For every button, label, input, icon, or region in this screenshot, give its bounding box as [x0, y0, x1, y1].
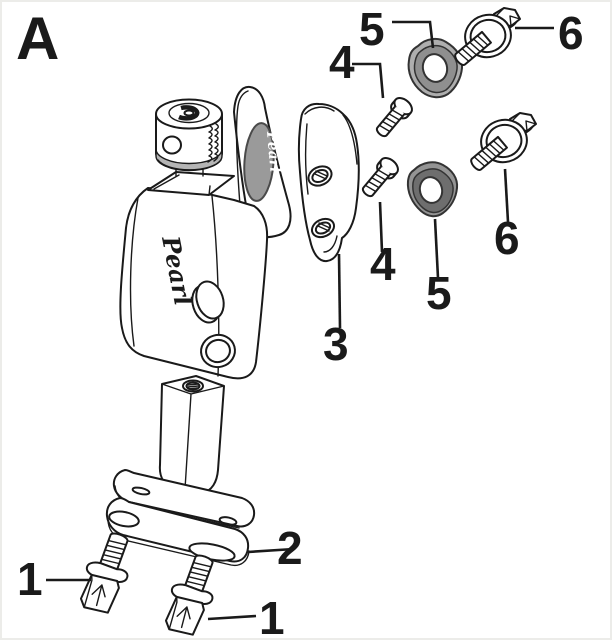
leader-4-top: [352, 62, 385, 99]
callout-label-6-top: 6: [558, 7, 584, 59]
part-6-washer-bolt-mid: [468, 111, 539, 173]
callout-label-4-top: 4: [329, 36, 355, 88]
part-2-plate: [105, 497, 250, 567]
part-3-side-plate: [297, 102, 360, 263]
tension-knob: [155, 98, 223, 172]
callout-label-5-top: 5: [359, 3, 385, 55]
callout-label-6-mid: 6: [494, 212, 520, 264]
callout-label-5-mid: 5: [426, 267, 452, 319]
square-post: [158, 375, 225, 494]
leader-5-mid: [433, 218, 440, 279]
knob-hole: [162, 135, 182, 155]
pearl-badge: [243, 122, 275, 202]
leader-5-top: [392, 20, 435, 49]
leader-6-mid: [503, 168, 510, 223]
part-1-key-bolt-right: [157, 548, 227, 638]
callout-label-1-left: 1: [17, 553, 43, 605]
knurl-texture: [207, 123, 219, 163]
leader-3: [337, 253, 342, 329]
callout-label-3: 3: [323, 318, 349, 370]
leader-1-right: [207, 614, 257, 621]
callout-label-2: 2: [277, 522, 303, 574]
leader-4-mid: [378, 201, 384, 253]
part-5-gasket-mid: [406, 161, 459, 218]
section-label: A: [16, 5, 59, 72]
main-clamp-assembly: Pearl Pearl: [112, 85, 292, 529]
part-5-gasket-top: [407, 37, 464, 99]
part-4-screw-top: [375, 97, 413, 138]
callout-label-4-mid: 4: [370, 238, 396, 290]
part-1-key-bolt-left: [79, 532, 129, 614]
clamp-body: Pearl: [119, 187, 269, 380]
callout-leaders: [46, 20, 554, 621]
callout-label-1-right: 1: [259, 592, 285, 640]
part-6-washer-bolt-top: [454, 7, 521, 66]
pearl-badge-script: Pearl: [263, 130, 283, 173]
part-4-screw-bottom: [357, 153, 403, 202]
leader-2: [247, 547, 295, 554]
